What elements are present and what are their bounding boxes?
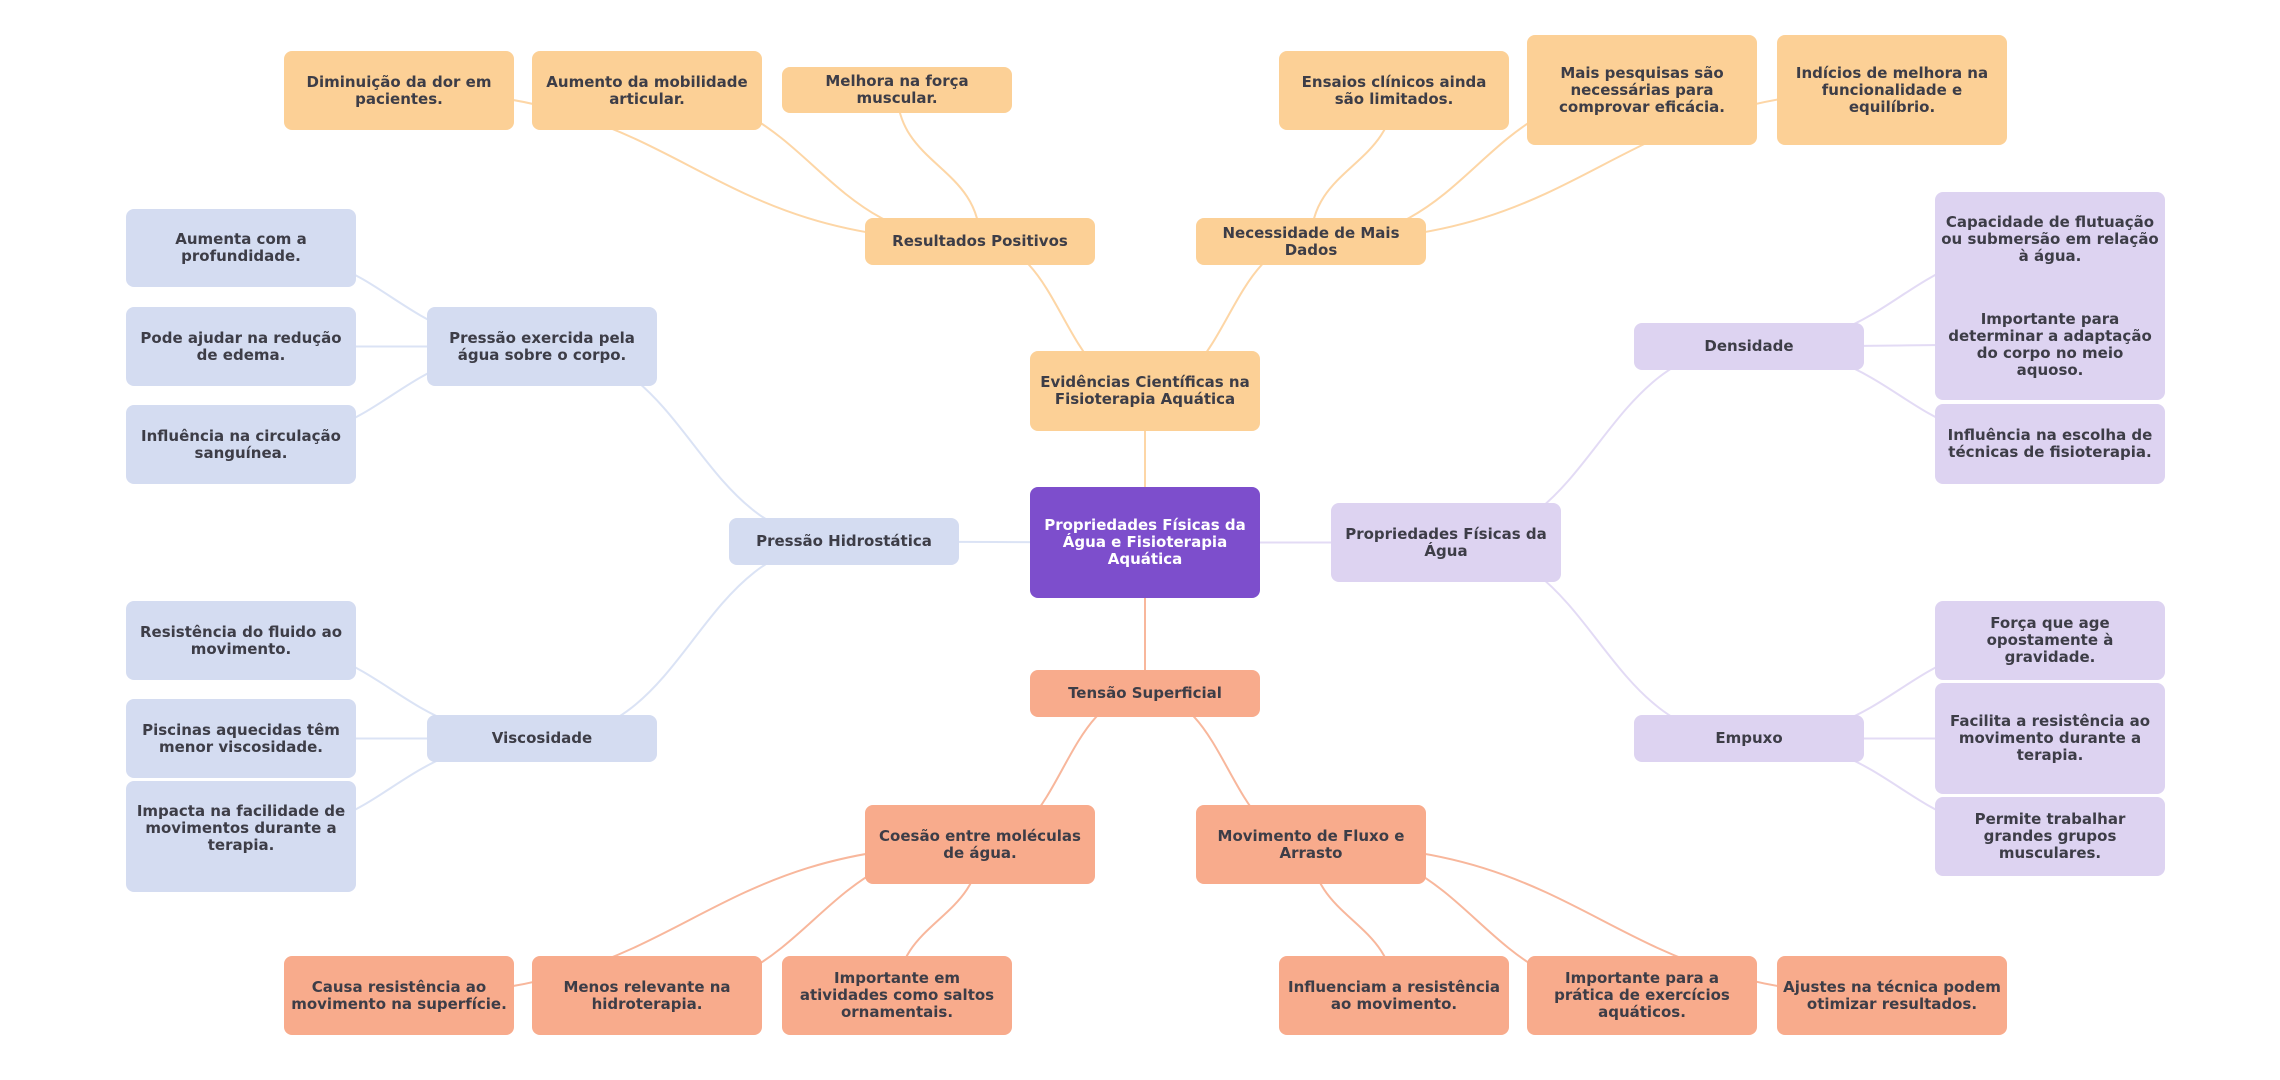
node-label: Pressão exercida pela água sobre o corpo… [449, 328, 635, 364]
node-label: Resistência do fluido ao movimento. [139, 622, 343, 658]
node-influenciam-resistencia[interactable]: Influenciam a resistência ao movimento. [1279, 956, 1509, 1035]
node-influencia-circulacao[interactable]: Influência na circulação sanguínea. [126, 405, 356, 484]
node-label: Importante em atividades como saltos orn… [799, 969, 995, 1021]
node-empuxo[interactable]: Empuxo [1634, 715, 1864, 762]
node-melhora-forca[interactable]: Melhora na força muscular. [782, 67, 1012, 113]
connector-pressao_hidro-viscosidade [541, 540, 845, 740]
node-resultados-positivos[interactable]: Resultados Positivos [865, 218, 1095, 265]
node-capacidade-flutuacao[interactable]: Capacidade de flutuação ou submersão em … [1935, 192, 2165, 303]
node-indicios-melhora[interactable]: Indícios de melhora na funcionalidade e … [1777, 35, 2007, 145]
node-label: Importante para a prática de exercícios … [1554, 969, 1730, 1021]
node-label: Propriedades Físicas da Água e Fisiotera… [1044, 516, 1246, 568]
node-viscosidade[interactable]: Viscosidade [427, 715, 657, 762]
node-label: Necessidade de Mais Dados [1222, 223, 1400, 259]
node-label: Influência na escolha de técnicas de fis… [1947, 426, 2153, 461]
node-label: Ajustes na técnica podem otimizar result… [1783, 977, 2001, 1013]
node-label: Aumenta com a profundidade. [175, 230, 307, 265]
node-label: Evidências Científicas na Fisioterapia A… [1040, 373, 1250, 408]
node-label: Causa resistência ao movimento na superf… [291, 977, 507, 1013]
node-label: Propriedades Físicas da Água [1345, 524, 1547, 560]
node-importante-pratica[interactable]: Importante para a prática de exercícios … [1527, 956, 1757, 1035]
node-label: Influência na circulação sanguínea. [141, 426, 341, 462]
node-facilita-resistencia[interactable]: Facilita a resistência ao movimento dura… [1935, 683, 2165, 794]
node-label: Facilita a resistência ao movimento dura… [1949, 712, 2151, 764]
node-evidencias[interactable]: Evidências Científicas na Fisioterapia A… [1030, 351, 1260, 431]
node-propriedades-fisicas[interactable]: Propriedades Físicas da Água [1331, 503, 1561, 582]
node-label: Pode ajudar na redução de edema. [140, 328, 342, 364]
node-permite-grupos[interactable]: Permite trabalhar grandes grupos muscula… [1935, 797, 2165, 876]
node-label: Empuxo [1715, 729, 1783, 747]
node-label: Diminuição da dor em pacientes. [306, 72, 492, 108]
node-causa-resistencia[interactable]: Causa resistência ao movimento na superf… [284, 956, 514, 1035]
node-label: Coesão entre moléculas de água. [879, 826, 1081, 862]
node-reducao-edema[interactable]: Pode ajudar na redução de edema. [126, 307, 356, 386]
node-necessidade-dados[interactable]: Necessidade de Mais Dados [1196, 218, 1426, 265]
node-label: Impacta na facilidade de movimentos dura… [136, 802, 346, 854]
node-influencia-escolha[interactable]: Influência na escolha de técnicas de fis… [1935, 404, 2165, 484]
node-impacta-facilidade[interactable]: Impacta na facilidade de movimentos dura… [126, 781, 356, 892]
node-aumenta-profundidade[interactable]: Aumenta com a profundidade. [126, 209, 356, 287]
node-label: Piscinas aquecidas têm menor viscosidade… [142, 720, 340, 756]
node-diminuicao-dor[interactable]: Diminuição da dor em pacientes. [284, 51, 514, 130]
connector-resultados-melhora [896, 89, 981, 242]
node-importante-adaptacao[interactable]: Importante para determinar a adaptação d… [1935, 289, 2165, 400]
node-label: Força que age opostamente à gravidade. [1986, 614, 2114, 666]
node-pressao-hidrostatica[interactable]: Pressão Hidrostática [729, 518, 959, 565]
node-ensaios-clinicos[interactable]: Ensaios clínicos ainda são limitados. [1279, 51, 1509, 130]
node-label: Densidade [1704, 337, 1794, 355]
node-tensao-superficial[interactable]: Tensão Superficial [1030, 670, 1260, 717]
node-label: Importante para determinar a adaptação d… [1948, 310, 2152, 379]
node-label: Influenciam a resistência ao movimento. [1287, 977, 1500, 1013]
node-label: Indícios de melhora na funcionalidade e … [1795, 63, 1989, 116]
node-label: Movimento de Fluxo e Arrasto [1217, 826, 1405, 862]
node-piscinas-aquecidas[interactable]: Piscinas aquecidas têm menor viscosidade… [126, 699, 356, 778]
root-node[interactable]: Propriedades Físicas da Água e Fisiotera… [1030, 487, 1260, 598]
node-label: Mais pesquisas são necessárias para comp… [1559, 63, 1725, 116]
node-label: Tensão Superficial [1068, 684, 1222, 702]
node-movimento-fluxo[interactable]: Movimento de Fluxo e Arrasto [1196, 805, 1426, 884]
node-aumento-mobilidade[interactable]: Aumento da mobilidade articular. [532, 51, 762, 130]
node-label: Melhora na força muscular. [825, 72, 969, 107]
node-densidade[interactable]: Densidade [1634, 323, 1864, 370]
node-pressao-exercida[interactable]: Pressão exercida pela água sobre o corpo… [427, 307, 657, 386]
node-importante-atividades[interactable]: Importante em atividades como saltos orn… [782, 956, 1012, 1035]
node-label: Viscosidade [491, 729, 593, 747]
node-menos-relevante[interactable]: Menos relevante na hidroterapia. [532, 956, 762, 1035]
node-label: Menos relevante na hidroterapia. [563, 977, 731, 1013]
node-forca-gravidade[interactable]: Força que age opostamente à gravidade. [1935, 601, 2165, 680]
node-coesao-moleculas[interactable]: Coesão entre moléculas de água. [865, 805, 1095, 884]
node-label: Resultados Positivos [892, 232, 1068, 250]
node-label: Permite trabalhar grandes grupos muscula… [1974, 810, 2126, 862]
node-resistencia-fluido[interactable]: Resistência do fluido ao movimento. [126, 601, 356, 680]
node-label: Aumento da mobilidade articular. [546, 72, 748, 108]
node-label: Ensaios clínicos ainda são limitados. [1301, 72, 1487, 108]
node-label: Capacidade de flutuação ou submersão em … [1941, 213, 2159, 265]
node-mais-pesquisas[interactable]: Mais pesquisas são necessárias para comp… [1527, 35, 1757, 145]
node-ajustes-tecnica[interactable]: Ajustes na técnica podem otimizar result… [1777, 956, 2007, 1035]
node-label: Pressão Hidrostática [756, 532, 932, 550]
